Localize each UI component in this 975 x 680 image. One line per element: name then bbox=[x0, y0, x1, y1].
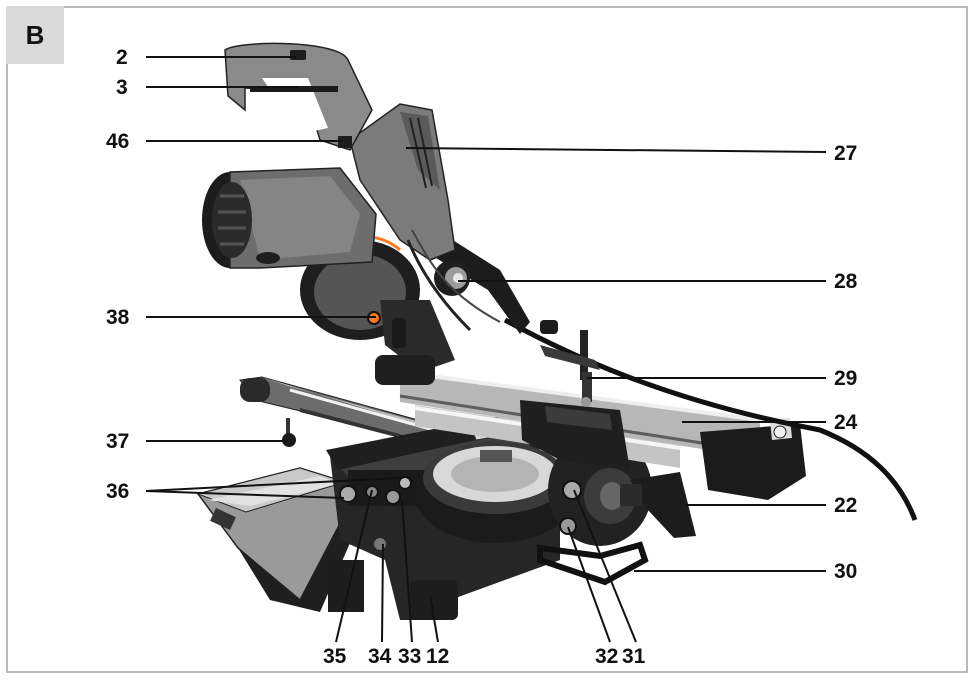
callout-46: 46 bbox=[106, 130, 130, 153]
callout-34: 34 bbox=[368, 645, 392, 668]
figure-frame bbox=[6, 6, 968, 673]
callout-22: 22 bbox=[834, 494, 858, 517]
callout-29: 29 bbox=[834, 367, 858, 390]
callout-12: 12 bbox=[426, 645, 450, 668]
leader-lines bbox=[145, 56, 827, 643]
adjustment-screw bbox=[282, 418, 296, 447]
callout-28: 28 bbox=[834, 270, 858, 293]
callout-24: 24 bbox=[834, 411, 858, 434]
callout-27: 27 bbox=[834, 142, 858, 165]
callout-37: 37 bbox=[106, 430, 130, 453]
callout-33: 33 bbox=[398, 645, 422, 668]
callout-38: 38 bbox=[106, 306, 130, 329]
callout-30: 30 bbox=[834, 560, 858, 583]
turntable bbox=[415, 442, 575, 543]
callout-35: 35 bbox=[323, 645, 347, 668]
rail-carriage bbox=[520, 400, 630, 470]
callout-2: 2 bbox=[116, 46, 128, 69]
carry-handle bbox=[537, 541, 649, 586]
power-cord bbox=[503, 317, 918, 521]
callout-32: 32 bbox=[595, 645, 619, 668]
panel-letter-box bbox=[6, 6, 64, 64]
slide-lock-knob bbox=[620, 472, 696, 538]
callout-3: 3 bbox=[116, 76, 128, 99]
callout-36: 36 bbox=[106, 480, 130, 503]
panel-letter: B bbox=[25, 20, 45, 50]
depth-stop bbox=[540, 320, 600, 407]
callout-31: 31 bbox=[622, 645, 646, 668]
saw-head bbox=[202, 42, 530, 385]
